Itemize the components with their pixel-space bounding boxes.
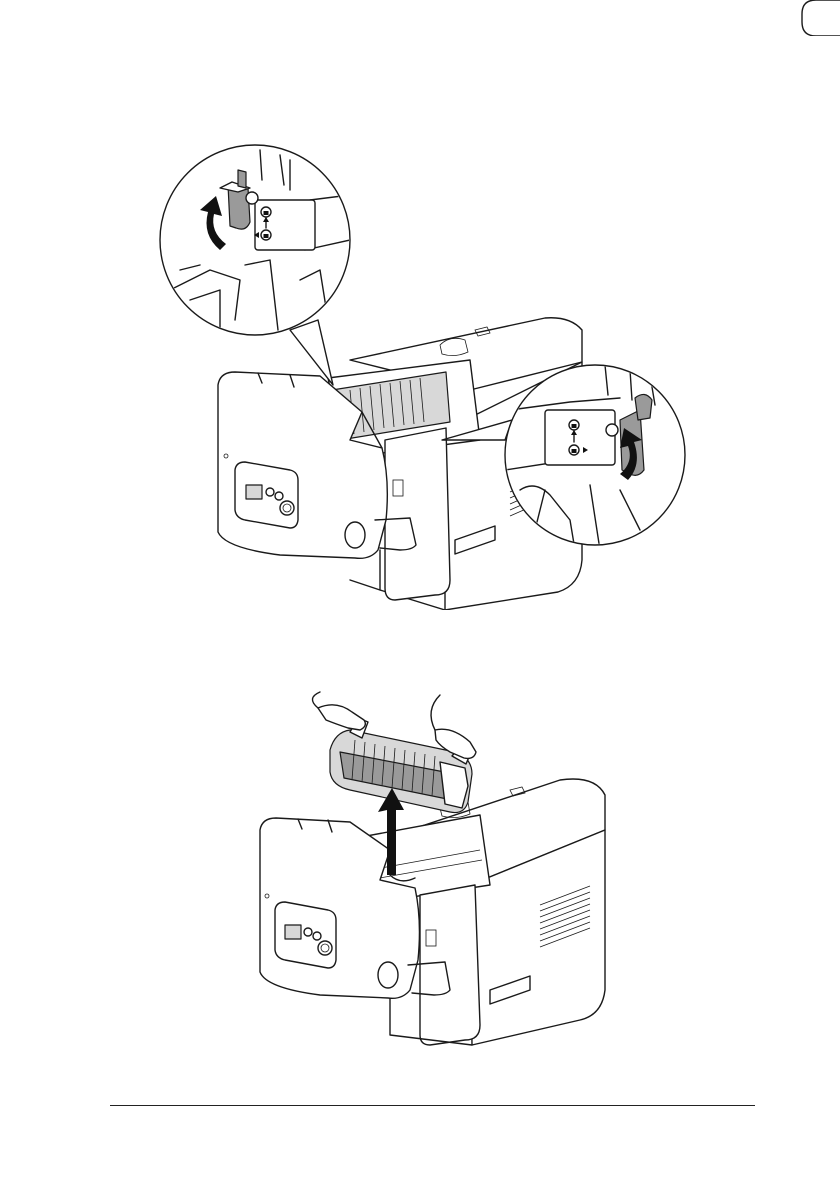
thumb-index-tab [800,0,840,36]
figure-fuser-lock-levers [150,140,710,610]
footer-divider [110,1105,755,1106]
figure-fuser-removal [240,690,640,1050]
left-lever-callout-icon [160,145,350,385]
